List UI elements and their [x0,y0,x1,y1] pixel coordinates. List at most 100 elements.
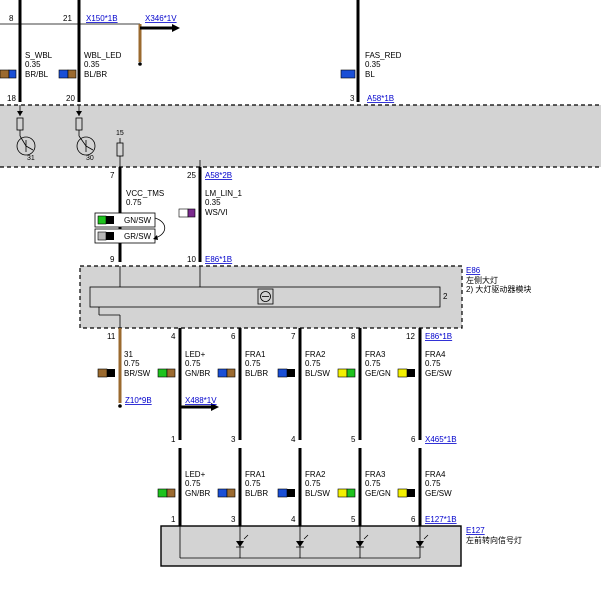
wire-name-fra1: FRA1 [245,350,266,359]
color-swatch-green [346,488,356,498]
module-e86-ic-icon [257,288,274,305]
z10-9b-connector-link[interactable]: Z10*9B [125,396,152,405]
alt-color-bracket-arrow [153,235,158,240]
color-swatch-blue [277,368,288,378]
x346-arrow-head [172,24,180,32]
bottom-wire-name-fra3: FRA3 [365,470,386,479]
color-swatch-black [107,369,115,377]
x465-pin-5: 5 [351,435,356,444]
wire-name-fra4: FRA4 [425,350,446,359]
x465-pin-1: 1 [171,435,176,444]
pin-12-label: 12 [406,332,415,341]
bottom-wire-size-led-plus: 0.75 [185,479,201,488]
pin-4-label: 4 [171,332,176,341]
e127-1b-connector-link[interactable]: E127*1B [425,515,457,524]
bottom-wire-size-fra1: 0.75 [245,479,261,488]
wire-name-fra3: FRA3 [365,350,386,359]
color-swatch-yellow [397,368,408,378]
wire-color-code-fra3: GE/GN [365,369,391,378]
pin-7-label: 7 [110,171,115,180]
wire-size-fra2: 0.75 [305,359,321,368]
color-swatch-blue [340,69,356,79]
color-swatch-black [407,489,415,497]
wire-size-fas-red: 0.35 [365,60,381,69]
bottom-wire-color-code-fra3: GE/GN [365,489,391,498]
resistor-15 [116,138,124,167]
color-swatch-blue [58,69,69,79]
module-e86-pin-2: 2 [443,292,448,301]
module-e86-inner-box [89,286,441,308]
module-e127-id-link[interactable]: E127 [466,526,485,535]
bottom-wire-size-fra2: 0.75 [305,479,321,488]
pin-3-label: 3 [350,94,355,103]
x465-pin-4: 4 [291,435,296,444]
color-swatch-brown [166,368,176,378]
wire-color-code-wbl-led: BL/BR [84,70,107,79]
module-e86-id-link[interactable]: E86 [466,266,481,275]
bottom-wire-color-code-fra1: BL/BR [245,489,268,498]
pin-15-label: 15 [116,130,124,137]
bottom-wire-color-code-led-plus: GN/BR [185,489,211,498]
ground-transistor-30 [75,105,96,156]
color-swatch-brown [97,368,108,378]
bottom-wire-name-led-plus: LED+ [185,470,206,479]
x150-connector-link[interactable]: X150*1B [86,14,118,23]
wire-color-code-fra4: GE/SW [425,369,452,378]
pin-11-label: 11 [107,332,116,341]
wire-name-fra2: FRA2 [305,350,326,359]
wire-name-vcc-tms: VCC_TMS [126,189,164,198]
module-e127-name: 左前转向信号灯 [466,535,522,545]
wire-color-code-fra2: BL/SW [305,369,330,378]
color-swatch-black [287,489,295,497]
color-swatch-black [287,369,295,377]
alt-color-code-1: GN/SW [124,216,152,225]
alt-color-bracket [154,217,166,239]
color-swatch-black [106,232,114,240]
bottom-wire-size-fra4: 0.75 [425,479,441,488]
color-swatch-green [157,368,168,378]
wire-name-31: 31 [124,350,133,359]
e127-pin-5: 5 [351,515,356,524]
wire-size-fra3: 0.75 [365,359,381,368]
ground-transistor-31 [16,105,36,156]
wire-color-code-31: BR/SW [124,369,151,378]
wire-name-lm-lin-1: LM_LIN_1 [205,189,242,198]
z10-dot [118,404,122,408]
wire-name-s-wbl: S_WBL [25,51,53,60]
color-swatch-blue [8,69,17,79]
e86-1b-connector-link[interactable]: E86*1B [425,332,452,341]
pin-6-label: 6 [231,332,236,341]
e127-pin-6: 6 [411,515,416,524]
x465-pin-6: 6 [411,435,416,444]
wire-name-led-plus: LED+ [185,350,206,359]
color-swatch-brown [226,368,236,378]
pin-20-label: 20 [66,94,75,103]
e86-1b-top-connector-link[interactable]: E86*1B [205,255,232,264]
led-icon [236,534,249,548]
a58-1b-connector-link[interactable]: A58*1B [367,94,394,103]
alt-color-code-2: GR/SW [124,232,152,241]
pin-30-label: 30 [86,155,94,162]
x346-connector-link[interactable]: X346*1V [145,14,177,23]
module-e127-box [160,525,462,567]
color-swatch-black [106,216,114,224]
color-swatch-green [346,368,356,378]
bottom-wire-name-fra1: FRA1 [245,470,266,479]
x346-dot [138,62,142,66]
module-e86-name: 左侧大灯 [466,275,498,285]
pin-9-label: 9 [110,255,115,264]
pin-8-lower-label: 8 [351,332,356,341]
color-swatch-green [97,215,107,225]
wire-name-wbl-led: WBL_LED [84,51,122,60]
pin-10-label: 10 [187,255,196,264]
color-swatch-blue [217,488,228,498]
color-swatch-yellow [337,488,348,498]
color-swatch-yellow [397,488,408,498]
color-swatch-brown [0,69,10,79]
x465-connector-link[interactable]: X465*1B [425,435,457,444]
lower-wire-labels: 31 0.75 BR/SW LED+ 0.75 GN/BR FRA1 0.75 … [97,350,452,378]
wire-color-code-fas-red: BL [365,70,375,79]
x488-connector-link[interactable]: X488*1V [185,396,217,405]
color-swatch-blue [217,368,228,378]
a58-2b-connector-link[interactable]: A58*2B [205,171,232,180]
